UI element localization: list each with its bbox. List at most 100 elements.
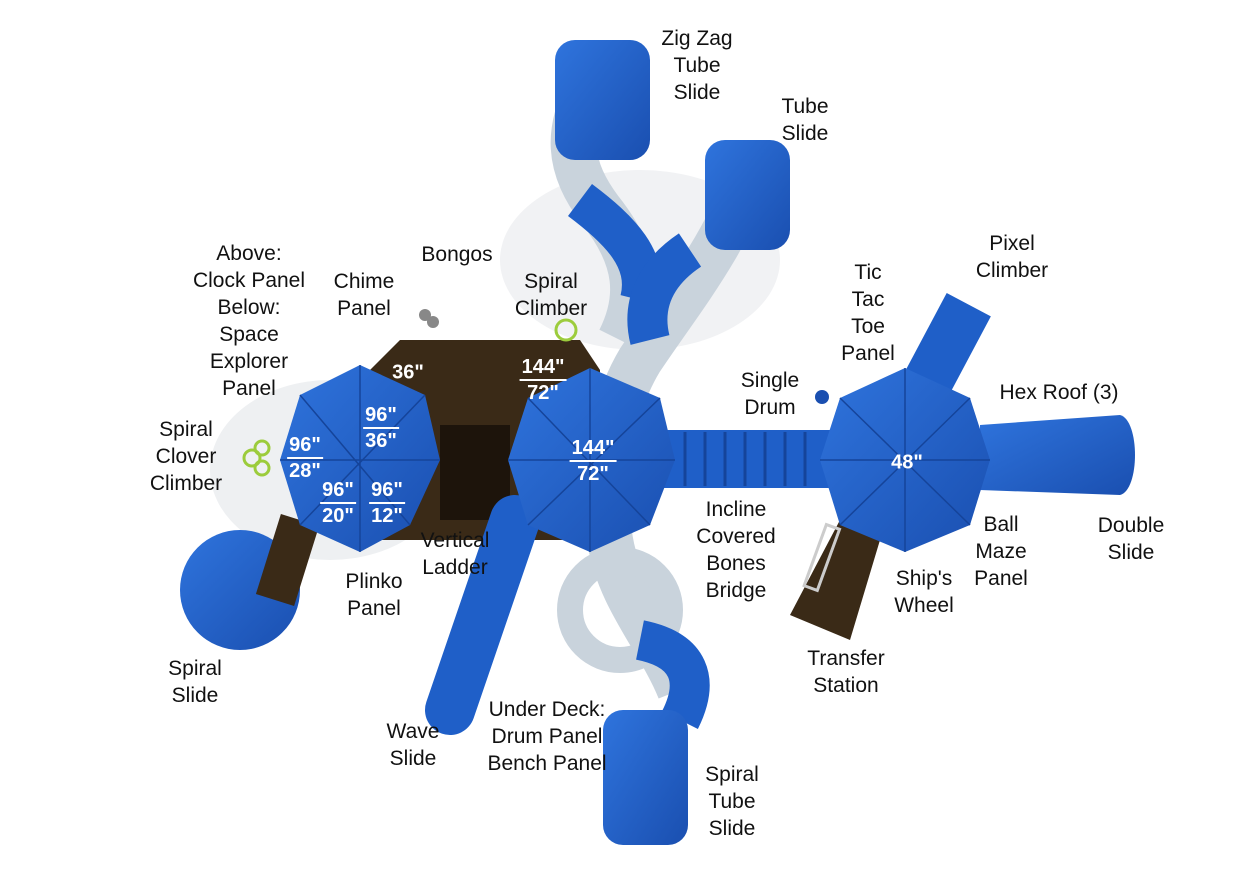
label-line: Wave [386, 720, 440, 743]
deck-height-bottom: 28" [289, 460, 321, 482]
bridge-ribs [683, 432, 807, 486]
transfer-station [790, 520, 880, 640]
spiral-climber [554, 318, 578, 342]
label-line: Ladder [422, 556, 488, 579]
label-line: Toe [851, 315, 885, 338]
deck-height-96-28: 96"28" [287, 434, 323, 482]
label-line: Transfer [807, 647, 885, 670]
spiral-tube-exit [603, 710, 688, 845]
label-line: Climber [514, 297, 588, 320]
double-slide [980, 415, 1135, 495]
pixel-climber [902, 292, 991, 401]
label-line: Explorer [209, 350, 289, 373]
deck-height-bottom: 72" [577, 463, 609, 485]
label-line: Maze [975, 540, 1027, 563]
label-line: Bongos [421, 243, 493, 266]
label-line: Panel [222, 377, 276, 400]
deck-height-bottom: 36" [365, 430, 397, 452]
label-line: Clover [155, 445, 217, 468]
label-line: Tic [854, 261, 882, 284]
label-line: Above: [216, 242, 282, 265]
label-line: Spiral [524, 270, 578, 293]
deck-height-48: 48" [891, 451, 923, 474]
label-bongos: Bongos [421, 241, 492, 268]
label-line: Ball [983, 513, 1019, 536]
label-line: Panel [347, 597, 401, 620]
label-line: Under Deck: [488, 698, 606, 721]
spiral-clover-climber [242, 439, 271, 477]
label-line: Covered [696, 525, 776, 548]
deck-height-top: 96" [287, 434, 323, 459]
label-line: Slide [781, 122, 829, 145]
deck-height-top: 96" [363, 404, 399, 429]
label-line: Spiral [705, 763, 759, 786]
label-line: Station [813, 674, 879, 697]
deck-height-value: 48" [891, 451, 923, 474]
deck-height-bottom: 72" [527, 382, 559, 404]
label-line: Tube [673, 54, 721, 77]
deck-height-144-72-upper: 144"72" [519, 356, 567, 404]
deck-height-value: 36" [392, 361, 424, 384]
bongos [419, 309, 431, 321]
label-line: Ship's [895, 567, 953, 590]
label-line: Single [740, 369, 800, 392]
label-line: Chime [333, 270, 395, 293]
label-line: Tac [851, 288, 885, 311]
label-line: Climber [149, 472, 223, 495]
label-line: Slide [708, 817, 756, 840]
label-line: Vertical [420, 529, 490, 552]
label-line: Climber [975, 259, 1049, 282]
label-line: Tube [708, 790, 756, 813]
tube-slide-segment [627, 233, 702, 345]
wave-slide [425, 495, 540, 735]
label-line: Slide [171, 684, 219, 707]
label-line: Hex Roof (3) [999, 381, 1119, 404]
label-line: Pixel [989, 232, 1035, 255]
label-line: Wheel [894, 594, 954, 617]
bongos [427, 316, 439, 328]
label-line: Panel [841, 342, 895, 365]
label-line: Slide [1107, 541, 1155, 564]
label-line: Spiral [168, 657, 222, 680]
spiral-slide-stairs [255, 514, 320, 606]
label-line: Clock Panel [192, 269, 306, 292]
deck-height-36: 36" [392, 361, 424, 384]
deck-height-bottom: 20" [322, 505, 354, 527]
deck-height-top: 96" [320, 479, 356, 504]
deck-height-96-12: 96"12" [369, 479, 405, 527]
label-line: Panel [974, 567, 1028, 590]
label-line: Bridge [705, 579, 767, 602]
deck-height-top: 144" [569, 437, 617, 462]
single-drum [815, 390, 829, 404]
deck-height-bottom: 12" [371, 505, 403, 527]
label-line: Tube [781, 95, 829, 118]
label-line: Plinko [345, 570, 403, 593]
label-line: Double [1097, 514, 1165, 537]
label-line: Below: [217, 296, 281, 319]
label-line: Slide [389, 747, 437, 770]
tube-slide-entrance [705, 140, 790, 250]
spiral-tube-coil [557, 547, 683, 673]
deck-height-96-20: 96"20" [320, 479, 356, 527]
label-line: Space [219, 323, 279, 346]
deck-height-top: 144" [519, 356, 567, 381]
label-line: Bones [706, 552, 766, 575]
